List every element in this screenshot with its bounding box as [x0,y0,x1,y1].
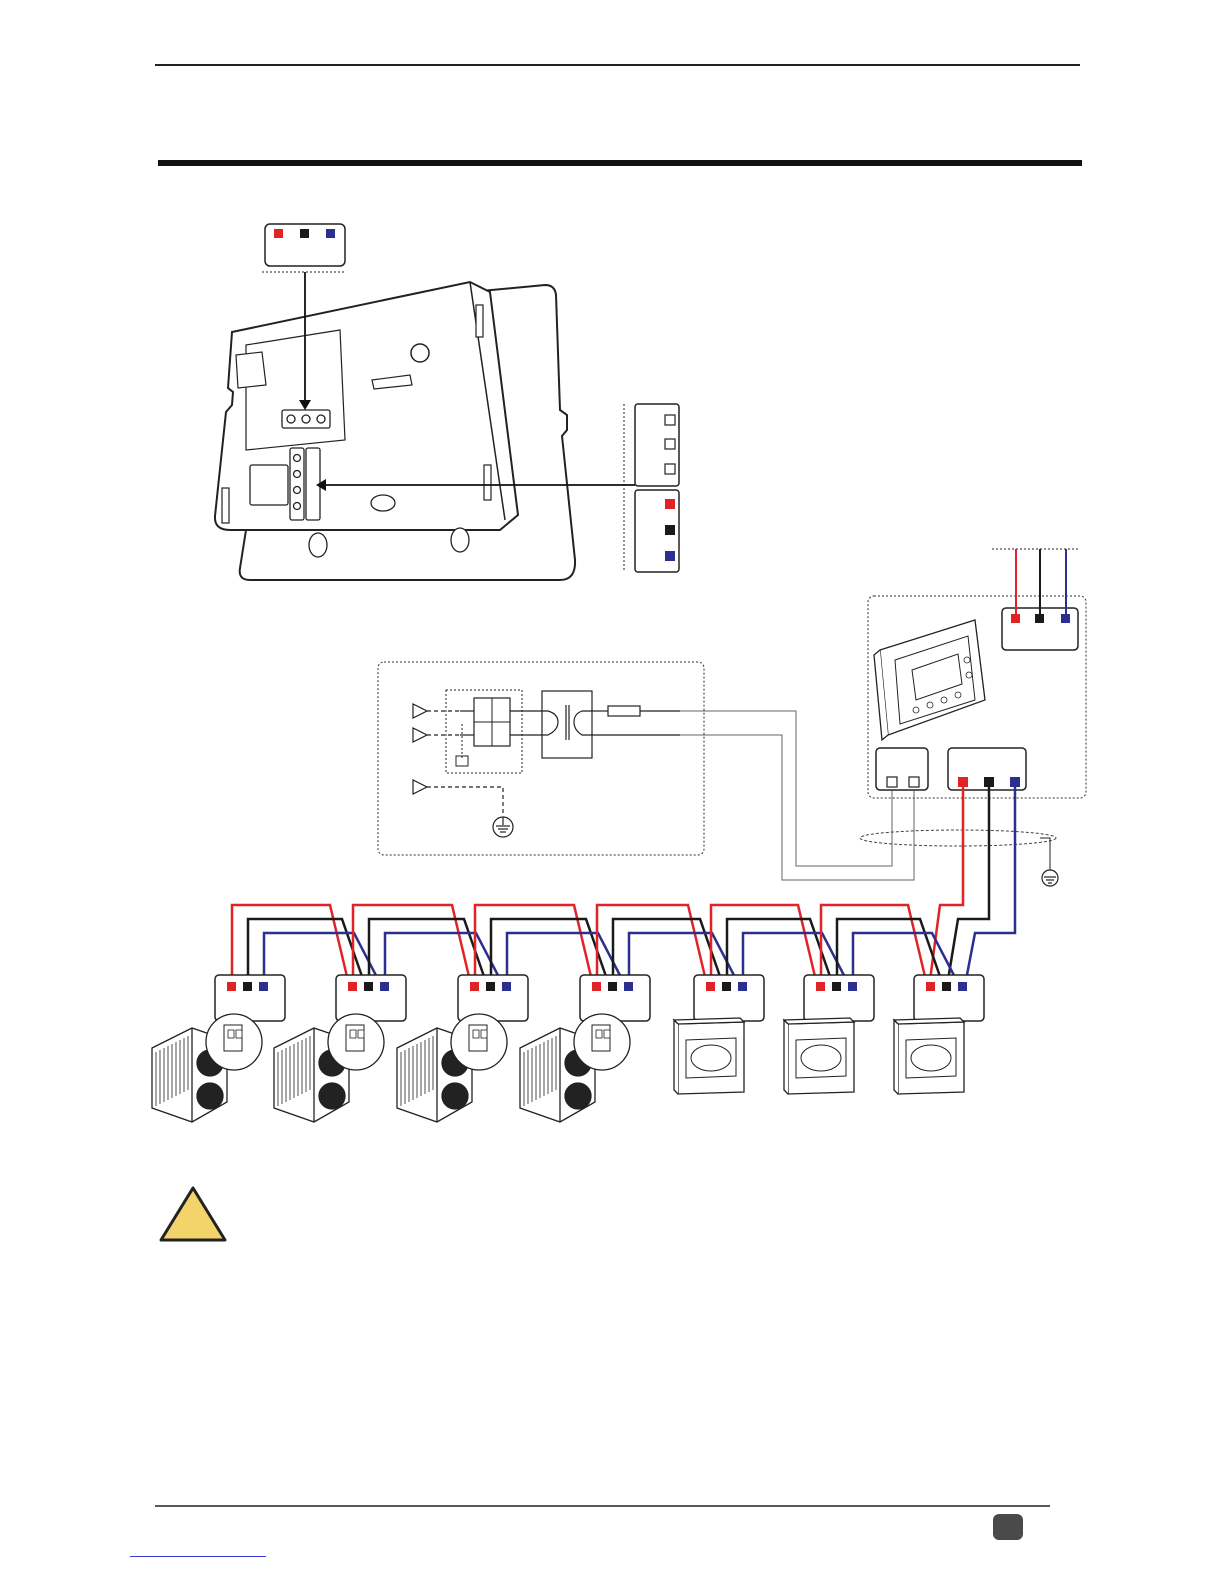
controller-display-icon [874,620,985,740]
ground-icon [1042,870,1058,886]
terminal-square [722,982,731,991]
terminal-square [380,982,389,991]
terminal-box [694,975,764,1021]
outdoor-unit-icon [397,1014,507,1122]
terminal-square [848,982,857,991]
terminal-square [706,982,715,991]
terminal-square [608,982,617,991]
terminal-box [336,975,406,1021]
terminal-box [215,975,285,1021]
terminal-square [470,982,479,991]
legend-red-square [274,229,283,238]
page-number-badge [993,1514,1023,1540]
terminal-square [348,982,357,991]
controller-area [868,549,1086,798]
power-supply-box [378,662,704,855]
terminal-box [804,975,874,1021]
input-l-terminal [413,704,427,718]
unit-bus-terminal [215,975,285,1021]
terminal-legend-box [262,224,345,272]
terminal-square [259,982,268,991]
terminal-square [227,982,236,991]
unit-bus-terminal [694,975,764,1021]
input-n-terminal [413,728,427,742]
terminal-square [364,982,373,991]
bus-wire-segment [232,905,349,985]
header-thick-rule [158,160,1082,166]
unit-bus-terminal [804,975,874,1021]
cable-grommet [371,495,395,511]
terminal-square [592,982,601,991]
bus-black-trunk [948,787,989,980]
bus-red-trunk [930,787,963,980]
outdoor-unit-icon [274,1014,384,1122]
upper-terminal-block [282,410,330,428]
terminal-box [914,975,984,1021]
rotary-knob [411,344,429,362]
terminal-square [486,982,495,991]
terminal-box [580,975,650,1021]
outdoor-unit-icon [520,1014,630,1122]
indoor-controller-icon [784,1018,854,1094]
power-output-cable [680,711,914,880]
unit-bus-terminal [458,975,528,1021]
terminal-square [243,982,252,991]
indoor-controller-icon [674,1018,744,1094]
fuse-icon [608,706,640,716]
terminal-square [624,982,633,991]
ground-icon [493,817,513,837]
terminal-square [502,982,511,991]
side-terminal-blocks [624,404,679,572]
terminal-square [816,982,825,991]
circuit-breaker-icon [446,690,522,773]
control-enclosure [215,282,575,580]
outdoor-unit-icon [152,1014,262,1122]
bus-daisy-chain [215,905,984,1021]
indoor-controller-icon [894,1018,964,1094]
terminal-square [738,982,747,991]
input-pe-terminal [413,780,427,794]
terminal-square [942,982,951,991]
cable-shield-marker [860,830,1056,846]
controller-power-terminal [876,748,928,790]
legend-blue-square [326,229,335,238]
terminal-box [458,975,528,1021]
connected-units [152,1014,964,1122]
unit-bus-terminal [914,975,984,1021]
terminal-square [832,982,841,991]
legend-black-square [300,229,309,238]
unit-bus-terminal [336,975,406,1021]
bus-wire-segment [353,905,471,985]
bus-blue-trunk [966,787,1015,980]
bus-wire-segment [475,905,593,985]
terminal-square [926,982,935,991]
footer-link[interactable] [130,1556,266,1557]
unit-bus-terminal [580,975,650,1021]
terminal-square [958,982,967,991]
warning-icon [161,1188,225,1240]
